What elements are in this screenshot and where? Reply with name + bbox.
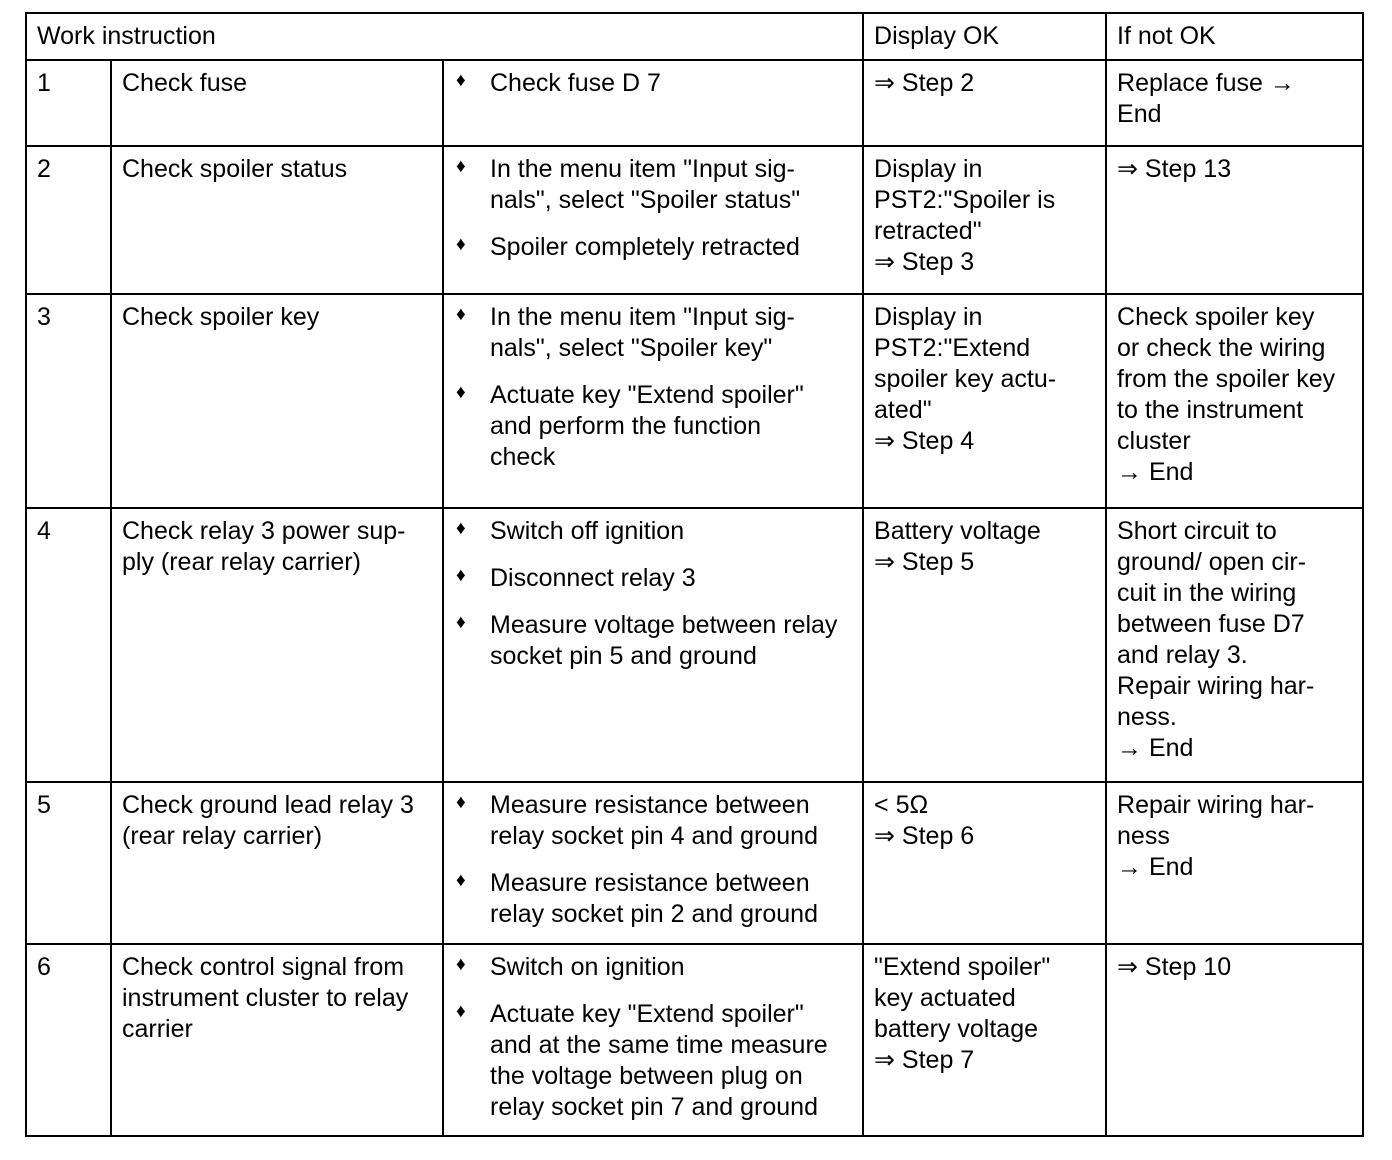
diamond-bullet-icon: ♦ xyxy=(456,612,466,633)
step-number: 6 xyxy=(25,943,112,1137)
list-item-label: Measure resistance between relay socket … xyxy=(490,869,818,928)
list-item-label: Switch on ignition xyxy=(490,953,685,981)
table-row: 4 Check relay 3 power sup- ply (rear rel… xyxy=(25,507,1365,783)
table-body: 1 Check fuse ♦ Check fuse D 7 ⇒ Step 2 R… xyxy=(25,59,1365,1137)
list-item: ♦ In the menu item "Input sig- nals", se… xyxy=(454,154,853,216)
list-item-label: Switch off ignition xyxy=(490,517,685,545)
column-header-display-ok: Display OK xyxy=(862,12,1108,61)
step-detail-list: ♦ Switch off ignition ♦ Disconnect relay… xyxy=(441,507,865,783)
diamond-bullet-icon: ♦ xyxy=(456,870,466,891)
diamond-bullet-icon: ♦ xyxy=(456,70,466,91)
task-description: Check fuse xyxy=(110,59,444,147)
task-description: Check spoiler key xyxy=(110,293,444,509)
table-row: 5 Check ground lead relay 3 (rear relay … xyxy=(25,781,1365,945)
list-item: ♦ Measure resistance between relay socke… xyxy=(454,790,853,852)
display-ok-value: Battery voltage ⇒ Step 5 xyxy=(862,507,1108,783)
display-ok-value: ⇒ Step 2 xyxy=(862,59,1108,147)
list-item: ♦ Actuate key "Extend spoiler" and at th… xyxy=(454,999,853,1123)
table-row: 6 Check control signal from instrument c… xyxy=(25,943,1365,1137)
list-item-label: Actuate key "Extend spoiler" and at the … xyxy=(490,1000,828,1121)
if-not-ok-value: Repair wiring har- ness → End xyxy=(1105,781,1365,945)
step-number: 3 xyxy=(25,293,112,509)
if-not-ok-value: ⇒ Step 10 xyxy=(1105,943,1365,1137)
list-item: ♦ Actuate key "Extend spoiler" and perfo… xyxy=(454,380,853,473)
table-row: 3 Check spoiler key ♦ In the menu item "… xyxy=(25,293,1365,509)
header-row: Work instruction Display OK If not OK xyxy=(24,12,1365,61)
diamond-bullet-icon: ♦ xyxy=(456,954,466,975)
diamond-bullet-icon: ♦ xyxy=(456,518,466,539)
list-item: ♦ In the menu item "Input sig- nals", se… xyxy=(454,302,853,364)
diamond-bullet-icon: ♦ xyxy=(456,382,466,403)
diamond-bullet-icon: ♦ xyxy=(456,156,466,177)
list-item-label: Spoiler completely retracted xyxy=(490,233,800,261)
bullet-list: ♦ In the menu item "Input sig- nals", se… xyxy=(454,302,853,473)
bullet-list: ♦ Switch on ignition ♦ Actuate key "Exte… xyxy=(454,952,853,1123)
if-not-ok-value: Short circuit to ground/ open cir- cuit … xyxy=(1105,507,1365,783)
list-item-label: Measure resistance between relay socket … xyxy=(490,791,818,850)
if-not-ok-value: Replace fuse → End xyxy=(1105,59,1365,147)
list-item: ♦ Check fuse D 7 xyxy=(454,68,853,99)
if-not-ok-value: Check spoiler key or check the wiring fr… xyxy=(1105,293,1365,509)
diamond-bullet-icon: ♦ xyxy=(456,1001,466,1022)
diamond-bullet-icon: ♦ xyxy=(456,304,466,325)
bullet-list: ♦ In the menu item "Input sig- nals", se… xyxy=(454,154,853,263)
list-item-label: Disconnect relay 3 xyxy=(490,564,696,592)
column-header-work-instruction: Work instruction xyxy=(24,12,865,61)
table-row: 2 Check spoiler status ♦ In the menu ite… xyxy=(25,145,1365,295)
step-detail-list: ♦ In the menu item "Input sig- nals", se… xyxy=(441,293,865,509)
list-item-label: In the menu item "Input sig- nals", sele… xyxy=(490,155,801,214)
step-detail-list: ♦ Measure resistance between relay socke… xyxy=(441,781,865,945)
list-item: ♦ Switch off ignition xyxy=(454,516,853,547)
list-item: ♦ Measure resistance between relay socke… xyxy=(454,868,853,930)
step-detail-list: ♦ In the menu item "Input sig- nals", se… xyxy=(441,145,865,295)
bullet-list: ♦ Switch off ignition ♦ Disconnect relay… xyxy=(454,516,853,672)
display-ok-value: < 5Ω ⇒ Step 6 xyxy=(862,781,1108,945)
list-item-label: Actuate key "Extend spoiler" and perform… xyxy=(490,381,804,471)
list-item-label: In the menu item "Input sig- nals", sele… xyxy=(490,303,795,362)
list-item-label: Measure voltage between relay socket pin… xyxy=(490,611,838,670)
bullet-list: ♦ Measure resistance between relay socke… xyxy=(454,790,853,930)
step-number: 2 xyxy=(25,145,112,295)
list-item: ♦ Spoiler completely retracted xyxy=(454,232,853,263)
list-item: ♦ Measure voltage between relay socket p… xyxy=(454,610,853,672)
display-ok-value: Display in PST2:"Extend spoiler key actu… xyxy=(862,293,1108,509)
list-item: ♦ Switch on ignition xyxy=(454,952,853,983)
table-header: Work instruction Display OK If not OK xyxy=(24,12,1365,61)
step-detail-list: ♦ Switch on ignition ♦ Actuate key "Exte… xyxy=(441,943,865,1137)
display-ok-value: Display in PST2:"Spoiler is retracted" ⇒… xyxy=(862,145,1108,295)
column-header-if-not-ok: If not OK xyxy=(1105,12,1365,61)
task-description: Check relay 3 power sup- ply (rear relay… xyxy=(110,507,444,783)
step-number: 5 xyxy=(25,781,112,945)
table-row: 1 Check fuse ♦ Check fuse D 7 ⇒ Step 2 R… xyxy=(25,59,1365,147)
task-description: Check control signal from instrument clu… xyxy=(110,943,444,1137)
task-description: Check spoiler status xyxy=(110,145,444,295)
work-instruction-table: Work instruction Display OK If not OK 1 … xyxy=(24,12,1365,1137)
diamond-bullet-icon: ♦ xyxy=(456,234,466,255)
list-item-label: Check fuse D 7 xyxy=(490,69,661,97)
task-description: Check ground lead relay 3 (rear relay ca… xyxy=(110,781,444,945)
step-number: 1 xyxy=(25,59,112,147)
list-item: ♦ Disconnect relay 3 xyxy=(454,563,853,594)
if-not-ok-value: ⇒ Step 13 xyxy=(1105,145,1365,295)
diamond-bullet-icon: ♦ xyxy=(456,565,466,586)
step-detail-list: ♦ Check fuse D 7 xyxy=(441,59,865,147)
diamond-bullet-icon: ♦ xyxy=(456,792,466,813)
display-ok-value: "Extend spoiler" key actuated battery vo… xyxy=(862,943,1108,1137)
step-number: 4 xyxy=(25,507,112,783)
bullet-list: ♦ Check fuse D 7 xyxy=(454,68,853,99)
